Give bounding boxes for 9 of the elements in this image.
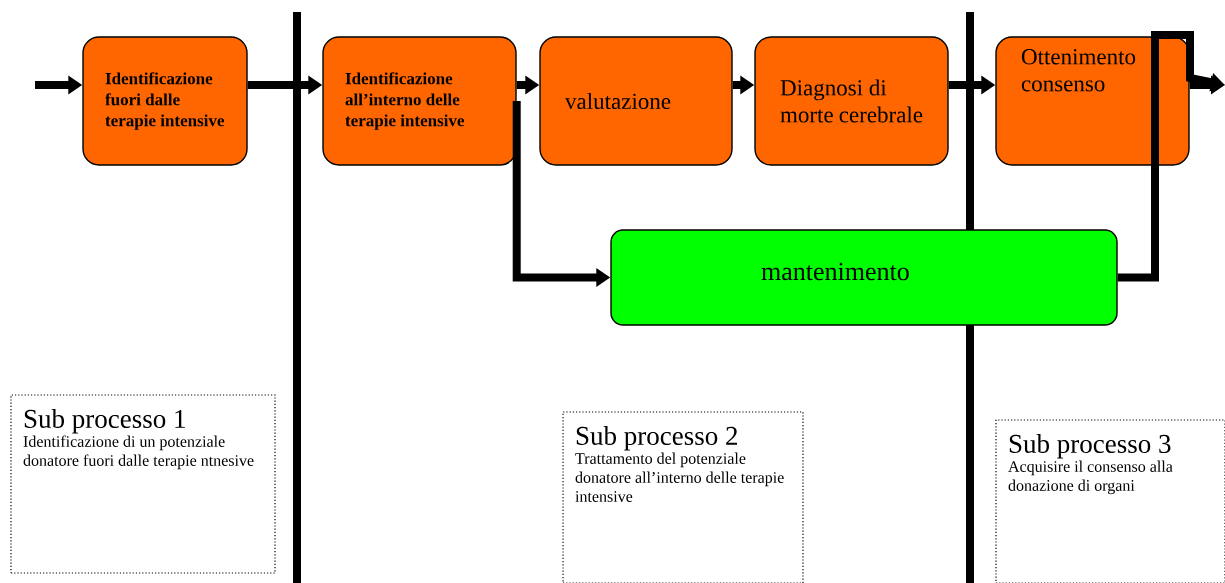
process-box: Identificazione all’interno delle terapie intensive <box>322 36 517 166</box>
process-box: Identificazione fuori dalle terapie intensive <box>82 36 248 166</box>
process-box: valutazione <box>539 36 733 166</box>
process-box: Diagnosi di morte cerebrale <box>754 36 949 166</box>
process-box: Ottenimento consenso <box>995 36 1190 166</box>
subprocess-note: Sub processo 1 Identificazione di un potenziale donatore fuori dalle terapie ntnesive <box>10 394 276 574</box>
subprocess-note: Sub processo 3 Acquisire il consenso alla donazione di organi <box>995 419 1225 583</box>
process-box: mantenimento <box>610 229 1118 326</box>
subprocess-note: Sub processo 2 Trattamento del potenziale donatore all’interno delle terapie intensive <box>562 411 804 583</box>
